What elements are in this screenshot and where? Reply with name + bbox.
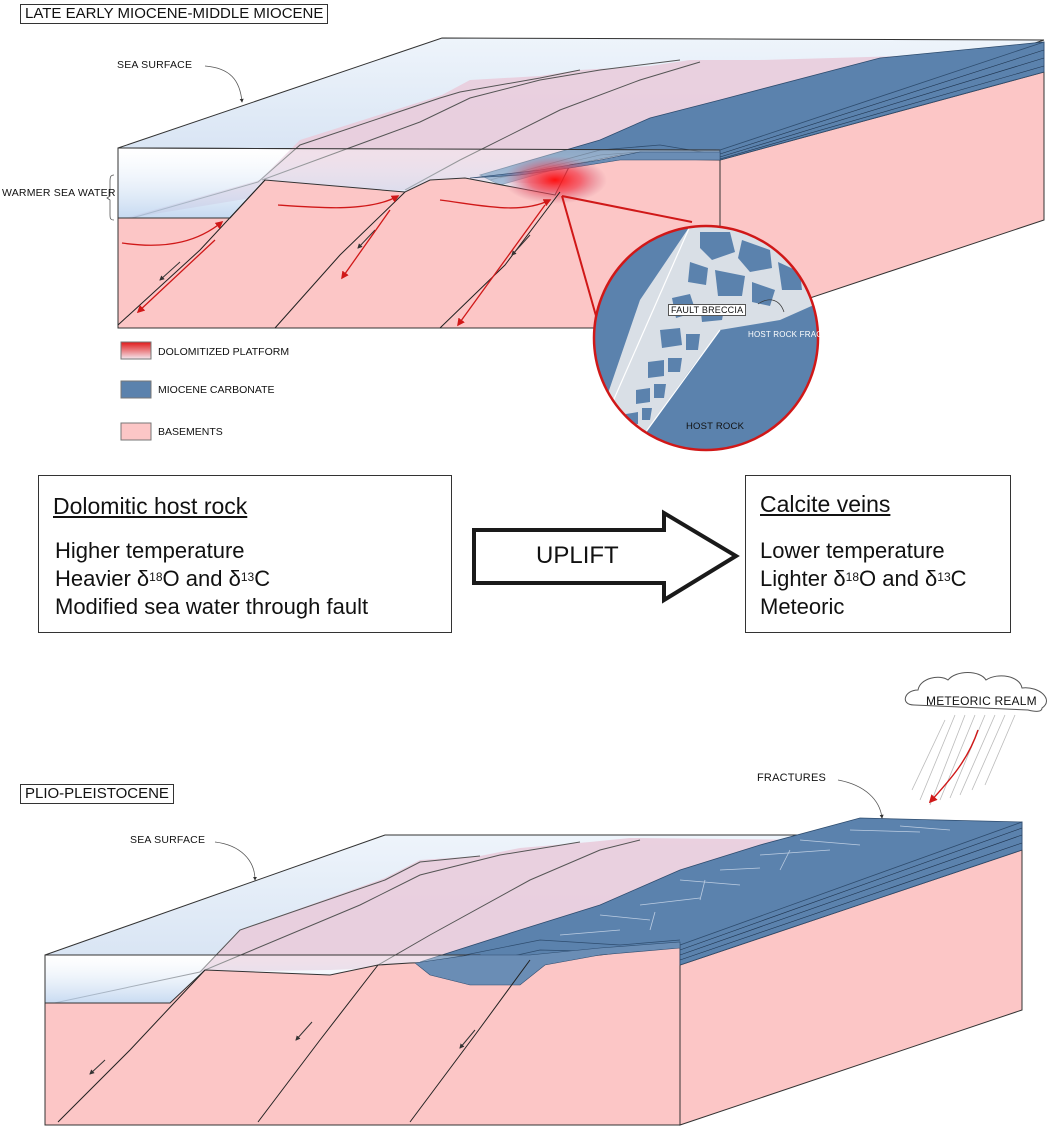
top-sea-surface-label: SEA SURFACE — [117, 59, 193, 71]
fluid-arrow-1 — [121, 221, 224, 246]
host-rock-label: HOST ROCK — [686, 421, 745, 432]
legend-basement-label: BASEMENTS — [158, 426, 223, 438]
fluid-arrow-4 — [341, 209, 391, 280]
dolomitic-host-rock-heading: Dolomitic host rock — [53, 493, 248, 519]
fault-1 — [117, 179, 266, 326]
uplift-arrow — [472, 509, 740, 604]
right-line-2: Lighter δ18O and δ13C — [760, 566, 967, 591]
fluid-arrow-6 — [457, 204, 546, 327]
fault-2 — [274, 191, 406, 329]
fluid-arrow-3 — [277, 195, 400, 209]
fluid-arrow-2 — [136, 239, 216, 314]
right-line-3: Meteoric — [760, 594, 845, 619]
left-line-2: Heavier δ18O and δ13C — [55, 566, 271, 591]
legend-dolomitized-label: DOLOMITIZED PLATFORM — [158, 346, 290, 358]
calcite-veins-heading: Calcite veins — [760, 491, 891, 517]
uplift-label: UPLIFT — [536, 542, 619, 569]
dolomitic-host-rock-box: Dolomitic host rock Higher temperature H… — [38, 475, 452, 633]
bottom-side-carbonate — [679, 821, 1023, 966]
warmer-sea-water-label: WARMER SEA WATER — [2, 187, 116, 199]
fractures-label: FRACTURES — [757, 772, 827, 784]
legend-carbonate-label: MIOCENE CARBONATE — [158, 384, 275, 396]
top-panel-title: LATE EARLY MIOCENE-MIDDLE MIOCENE — [20, 4, 329, 24]
fault-3 — [439, 191, 561, 329]
fluid-arrow-5 — [439, 199, 552, 209]
bottom-panel-title: PLIO-PLEISTOCENE — [20, 784, 174, 804]
meteoric-realm-label: METEORIC REALM — [926, 694, 1037, 708]
inset-magnifier — [561, 195, 820, 452]
meteoric-arrow — [928, 729, 979, 804]
host-rock-frag-label: HOST ROCK FRAG — [748, 330, 823, 339]
fault-breccia-label: FAULT BRECCIA — [668, 304, 747, 316]
right-line-1: Lower temperature — [760, 538, 945, 563]
left-line-1: Higher temperature — [55, 538, 245, 563]
meteoric-cloud-rain — [904, 672, 1047, 806]
legend-swatch-dolomitized — [120, 341, 152, 360]
bottom-block-diagram — [44, 779, 1023, 1126]
bottom-sea-surface-label: SEA SURFACE — [130, 834, 206, 846]
cloud-icon — [904, 672, 1047, 712]
fracture-lines — [559, 825, 951, 936]
top-block-diagram — [106, 37, 1045, 329]
calcite-veins-box: Calcite veins Lower temperature Lighter … — [745, 475, 1011, 633]
legend-swatch-carbonate — [120, 380, 152, 399]
legend-swatch-basement — [120, 422, 152, 441]
left-line-3: Modified sea water through fault — [55, 594, 369, 619]
dolomitized-hotspot — [503, 156, 607, 204]
